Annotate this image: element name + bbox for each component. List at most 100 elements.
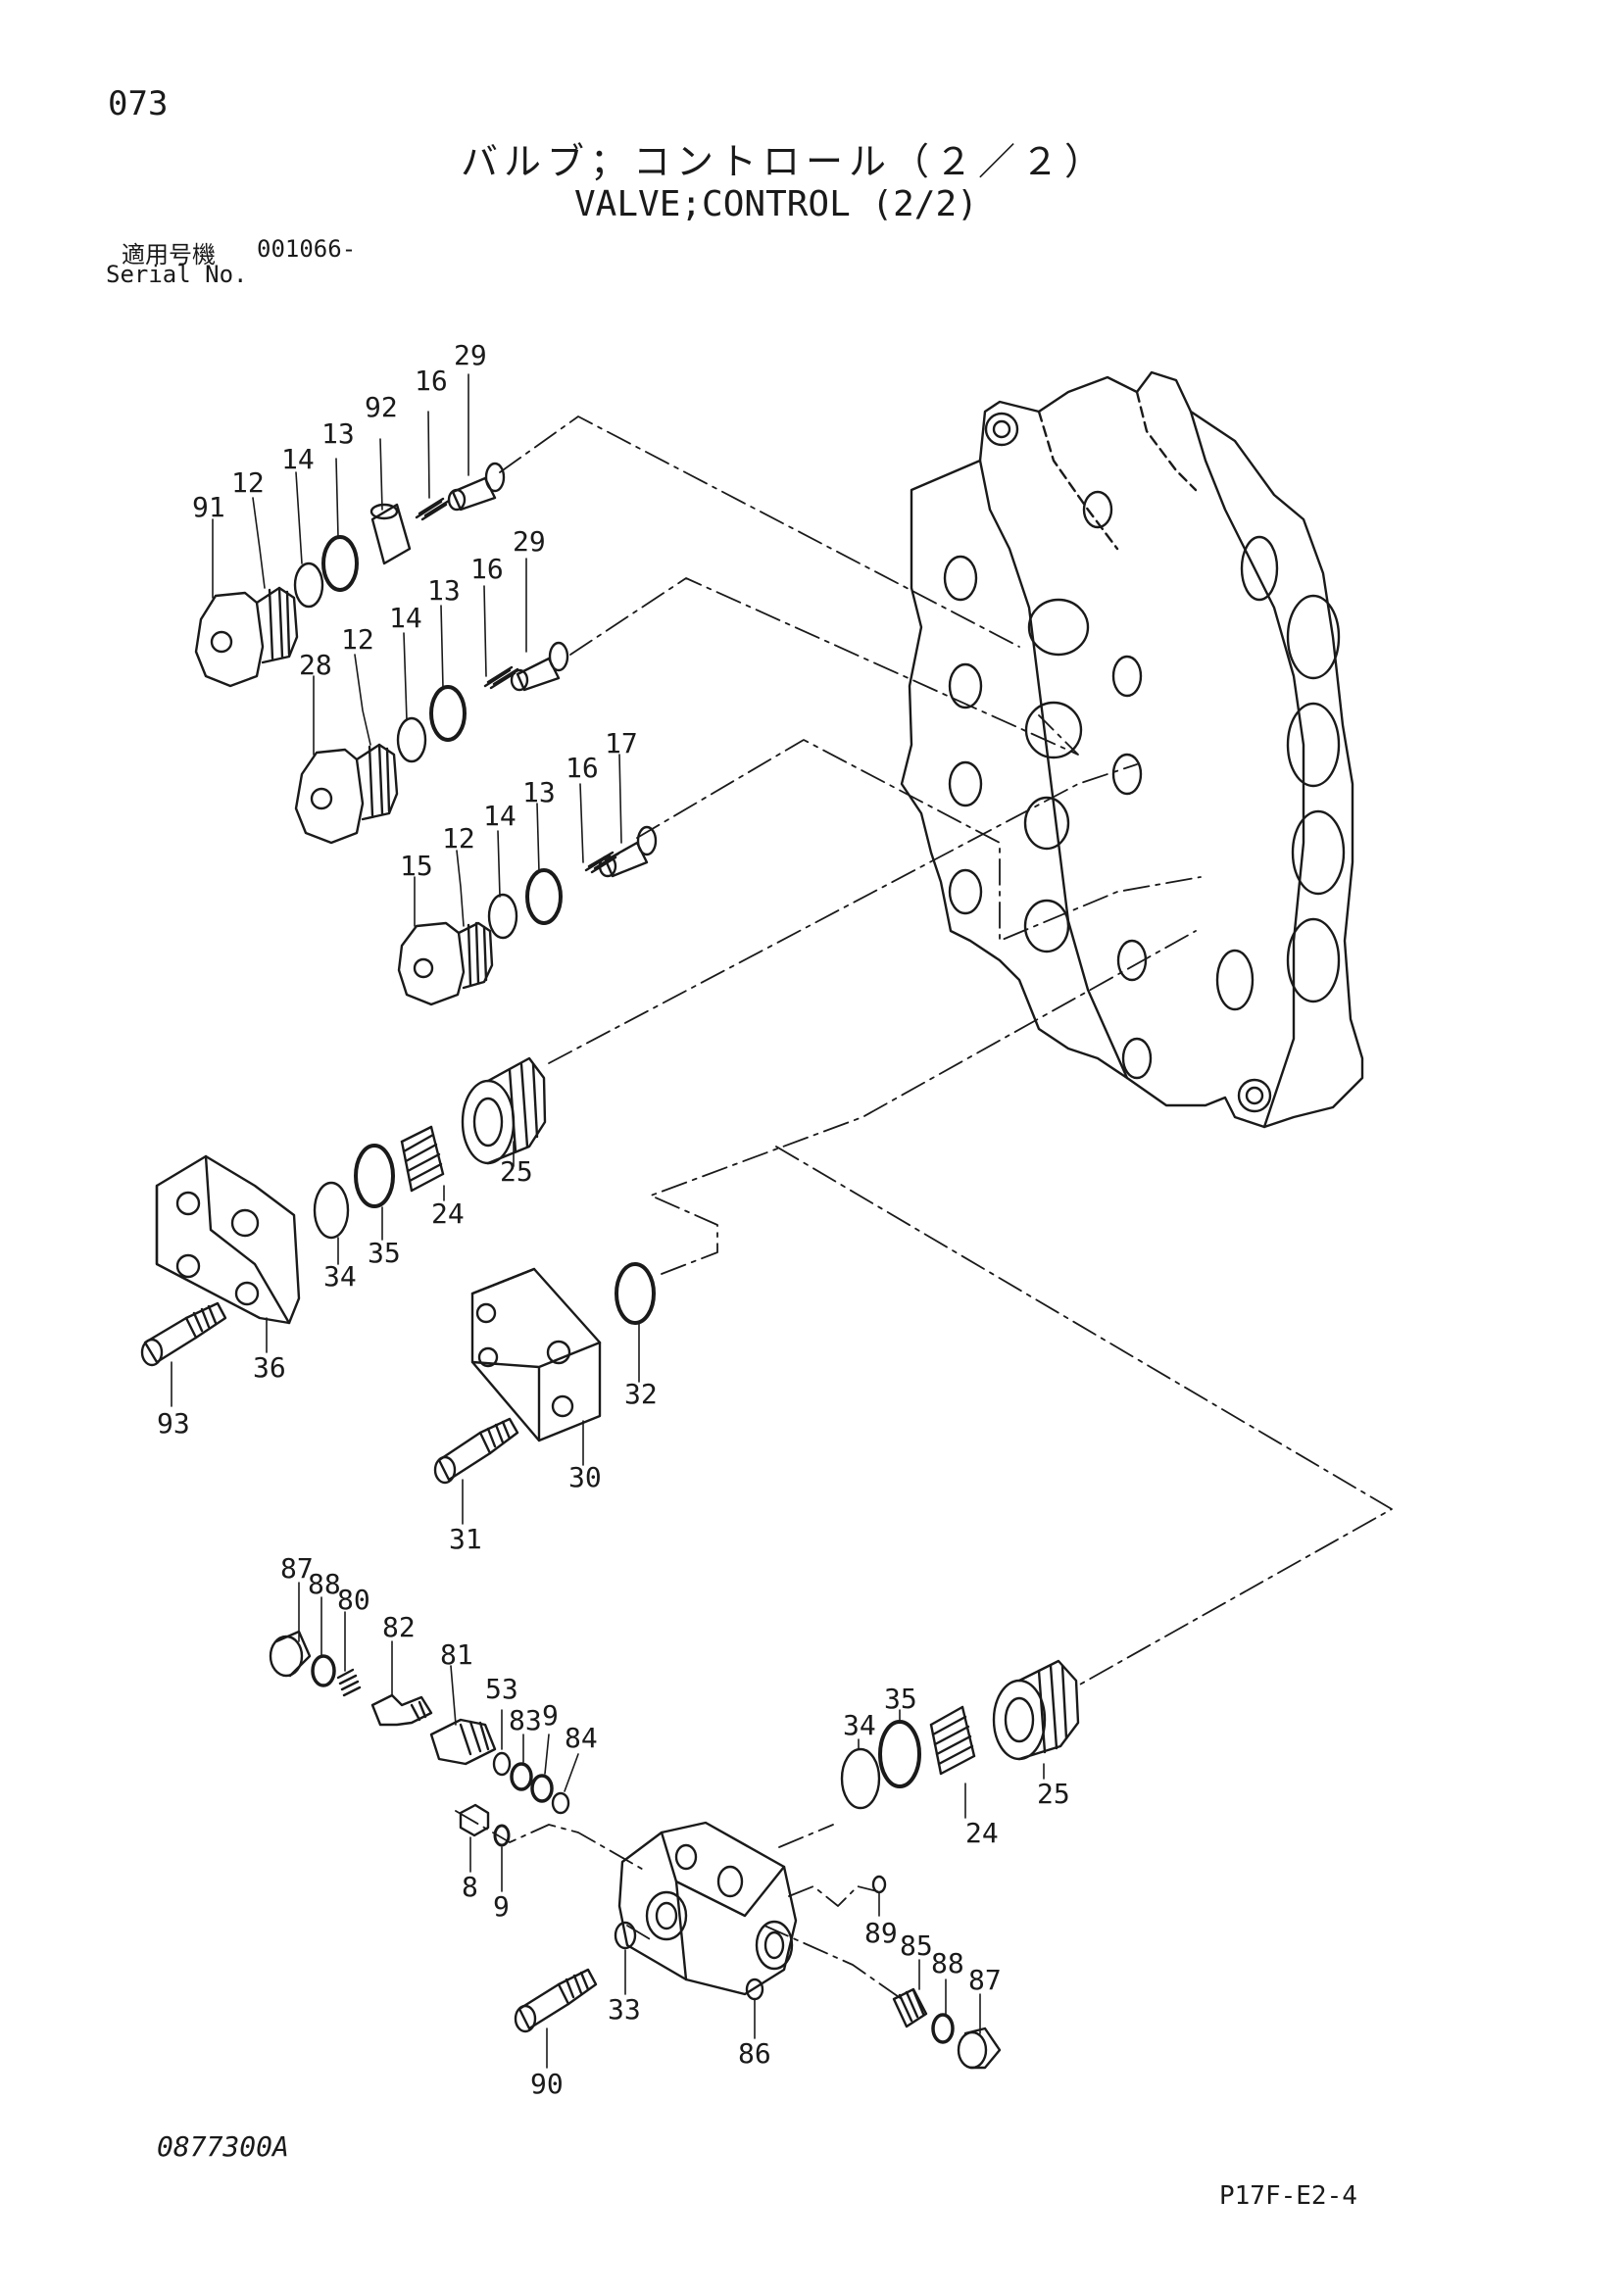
callout-17: 17: [605, 727, 638, 759]
valve-housing: [900, 370, 1364, 1129]
part-25-plug-b: [992, 1659, 1080, 1761]
callout-88: 88: [931, 1947, 964, 1979]
part-35-oring: [354, 1144, 395, 1208]
callout-13: 13: [522, 776, 556, 808]
part-82-spool: [370, 1693, 433, 1727]
part-90-bolt: [514, 1968, 598, 2033]
part-28-plug: [294, 743, 399, 845]
sheet-reference: P17F-E2-4: [1219, 2181, 1357, 2211]
callout-88: 88: [308, 1568, 341, 1600]
part-24-spring: [400, 1125, 445, 1193]
part-9-oring-b: [493, 1824, 511, 1847]
part-30-block: [470, 1267, 602, 1442]
part-16-spring-b: [483, 665, 519, 690]
part-29-poppet-b: [510, 641, 569, 692]
part-25-plug: [461, 1056, 547, 1165]
callout-81: 81: [440, 1638, 473, 1671]
part-24-spring-b: [929, 1705, 976, 1776]
callout-80: 80: [337, 1584, 370, 1616]
callout-85: 85: [900, 1930, 933, 1962]
callout-24: 24: [431, 1197, 465, 1230]
part-31-bolt: [433, 1417, 519, 1485]
leader-lines: [171, 373, 1045, 2069]
serial-label-japanese: 適用号機: [122, 241, 216, 269]
callout-33: 33: [608, 1993, 641, 2026]
callout-89: 89: [864, 1917, 898, 1949]
part-13-oring: [321, 535, 359, 592]
part-88-oring-b: [931, 2013, 955, 2044]
callout-35: 35: [884, 1683, 917, 1715]
title-english: VALVE;CONTROL (2/2): [574, 184, 978, 224]
callout-31: 31: [449, 1523, 482, 1555]
part-53-ring: [492, 1751, 512, 1777]
part-34-ring: [313, 1181, 350, 1240]
callout-13: 13: [427, 574, 461, 607]
callout-25: 25: [500, 1155, 533, 1188]
part-34-ring-b: [840, 1747, 881, 1810]
callout-8: 8: [462, 1871, 478, 1903]
part-84-ring: [551, 1791, 570, 1815]
callout-28: 28: [299, 649, 332, 681]
callout-53: 53: [485, 1673, 518, 1705]
title-japanese: バルブ；コントロール（２／２）: [461, 140, 1108, 183]
serial-label-english: Serial No.: [106, 261, 248, 288]
callout-92: 92: [365, 391, 398, 423]
callout-30: 30: [568, 1461, 602, 1493]
callout-16: 16: [470, 553, 504, 585]
part-32-oring: [615, 1262, 656, 1325]
drawing-number: 0877300A: [157, 2130, 289, 2163]
callout-25: 25: [1037, 1778, 1070, 1810]
callout-9: 9: [493, 1890, 510, 1923]
callout-14: 14: [483, 800, 517, 832]
part-9-oring: [530, 1774, 554, 1803]
callout-91: 91: [192, 491, 225, 523]
callout-16: 16: [566, 752, 599, 784]
callout-34: 34: [323, 1260, 357, 1293]
callout-14: 14: [281, 443, 315, 475]
callout-labels: 29 16 92 13 14 12 91 29 16 13 14 12 28 1…: [157, 339, 1070, 2100]
part-14-ring-b: [396, 716, 427, 763]
part-92-sleeve: [369, 503, 412, 565]
callout-83: 83: [509, 1704, 542, 1736]
part-35-oring-b: [878, 1720, 921, 1788]
callout-34: 34: [843, 1709, 876, 1741]
assembly-lines: [455, 415, 1393, 2000]
part-14-ring: [293, 562, 324, 609]
callout-82: 82: [382, 1611, 416, 1643]
part-88-oring: [311, 1654, 336, 1687]
part-36-cover: [155, 1154, 301, 1325]
callout-90: 90: [530, 2068, 564, 2100]
page-number: 073: [108, 84, 169, 123]
part-13-oring-b: [429, 685, 467, 742]
callout-12: 12: [442, 822, 475, 855]
part-8-plug: [459, 1803, 490, 1837]
part-83-oring: [510, 1762, 533, 1791]
callout-32: 32: [624, 1378, 658, 1410]
part-87-plug-b: [957, 2027, 1002, 2070]
callout-24: 24: [965, 1817, 999, 1849]
part-13-oring-c: [525, 868, 563, 925]
part-93-bolt: [140, 1301, 227, 1367]
callout-12: 12: [231, 466, 265, 499]
callout-87: 87: [280, 1552, 314, 1585]
callout-36: 36: [253, 1351, 286, 1384]
callout-87: 87: [968, 1964, 1002, 1996]
part-14-ring-c: [487, 893, 518, 940]
callout-16: 16: [415, 365, 448, 397]
part-15-plug: [397, 921, 494, 1006]
part-33-ring: [614, 1921, 637, 1950]
part-89-ring: [871, 1875, 887, 1894]
callout-35: 35: [368, 1237, 401, 1269]
callout-15: 15: [400, 850, 433, 882]
callout-9: 9: [542, 1699, 559, 1732]
part-81-body: [429, 1718, 497, 1766]
callout-29: 29: [513, 525, 546, 558]
callout-93: 93: [157, 1407, 190, 1440]
part-80-spring: [336, 1668, 362, 1697]
part-16-spring: [415, 497, 451, 521]
serial-range: 001066-: [257, 235, 357, 263]
part-17-poppet: [598, 825, 658, 878]
part-91-plug: [194, 586, 299, 688]
part-85-plug: [892, 1987, 928, 2028]
